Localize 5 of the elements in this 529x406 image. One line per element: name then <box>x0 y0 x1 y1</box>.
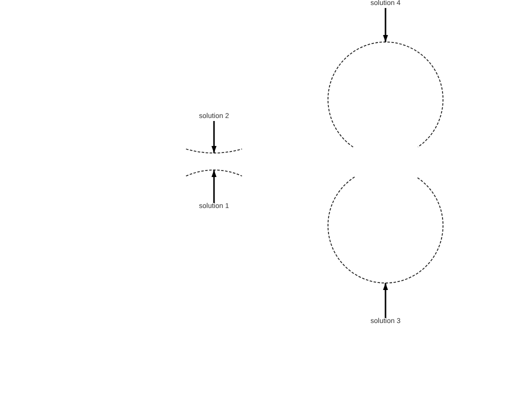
arrow <box>212 170 216 203</box>
curve <box>185 147 243 155</box>
arrow <box>383 283 388 318</box>
arrow <box>383 8 388 42</box>
arrow <box>212 121 216 153</box>
